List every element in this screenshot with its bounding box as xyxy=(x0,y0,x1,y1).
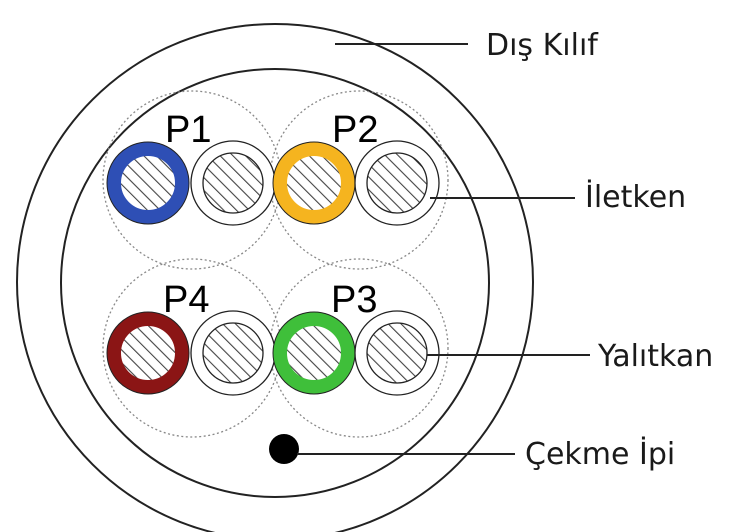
p4-colored-insulation xyxy=(107,312,189,394)
pair-label-p2: P2 xyxy=(332,109,378,151)
pair-p3 xyxy=(272,310,440,396)
outer-sheath-label: Dış Kılıf xyxy=(486,28,599,63)
p3-colored-insulation xyxy=(273,312,355,394)
inner-jacket-circle xyxy=(60,68,490,498)
p1-white-conductor xyxy=(202,152,264,214)
p4-white-conductor xyxy=(202,322,264,384)
rip-cord-label: Çekme İpi xyxy=(525,436,675,472)
p1-colored-insulation xyxy=(107,142,189,224)
pair-p2 xyxy=(272,140,440,226)
pair-label-p4: P4 xyxy=(163,279,209,321)
p1-colored-insulation-edge xyxy=(106,141,190,225)
conductor-label: İletken xyxy=(585,179,686,215)
p4-colored-insulation-edge xyxy=(106,311,190,395)
p2-white-conductor xyxy=(366,152,428,214)
pair-label-p3: P3 xyxy=(331,279,377,321)
rip-cord-dot xyxy=(269,434,299,464)
insulation-label: Yalıtkan xyxy=(597,339,713,374)
pair-p1 xyxy=(106,140,276,226)
pair-p4 xyxy=(106,310,276,396)
pair-label-p1: P1 xyxy=(165,109,211,151)
p3-white-conductor xyxy=(366,322,428,384)
p2-colored-insulation xyxy=(273,142,355,224)
